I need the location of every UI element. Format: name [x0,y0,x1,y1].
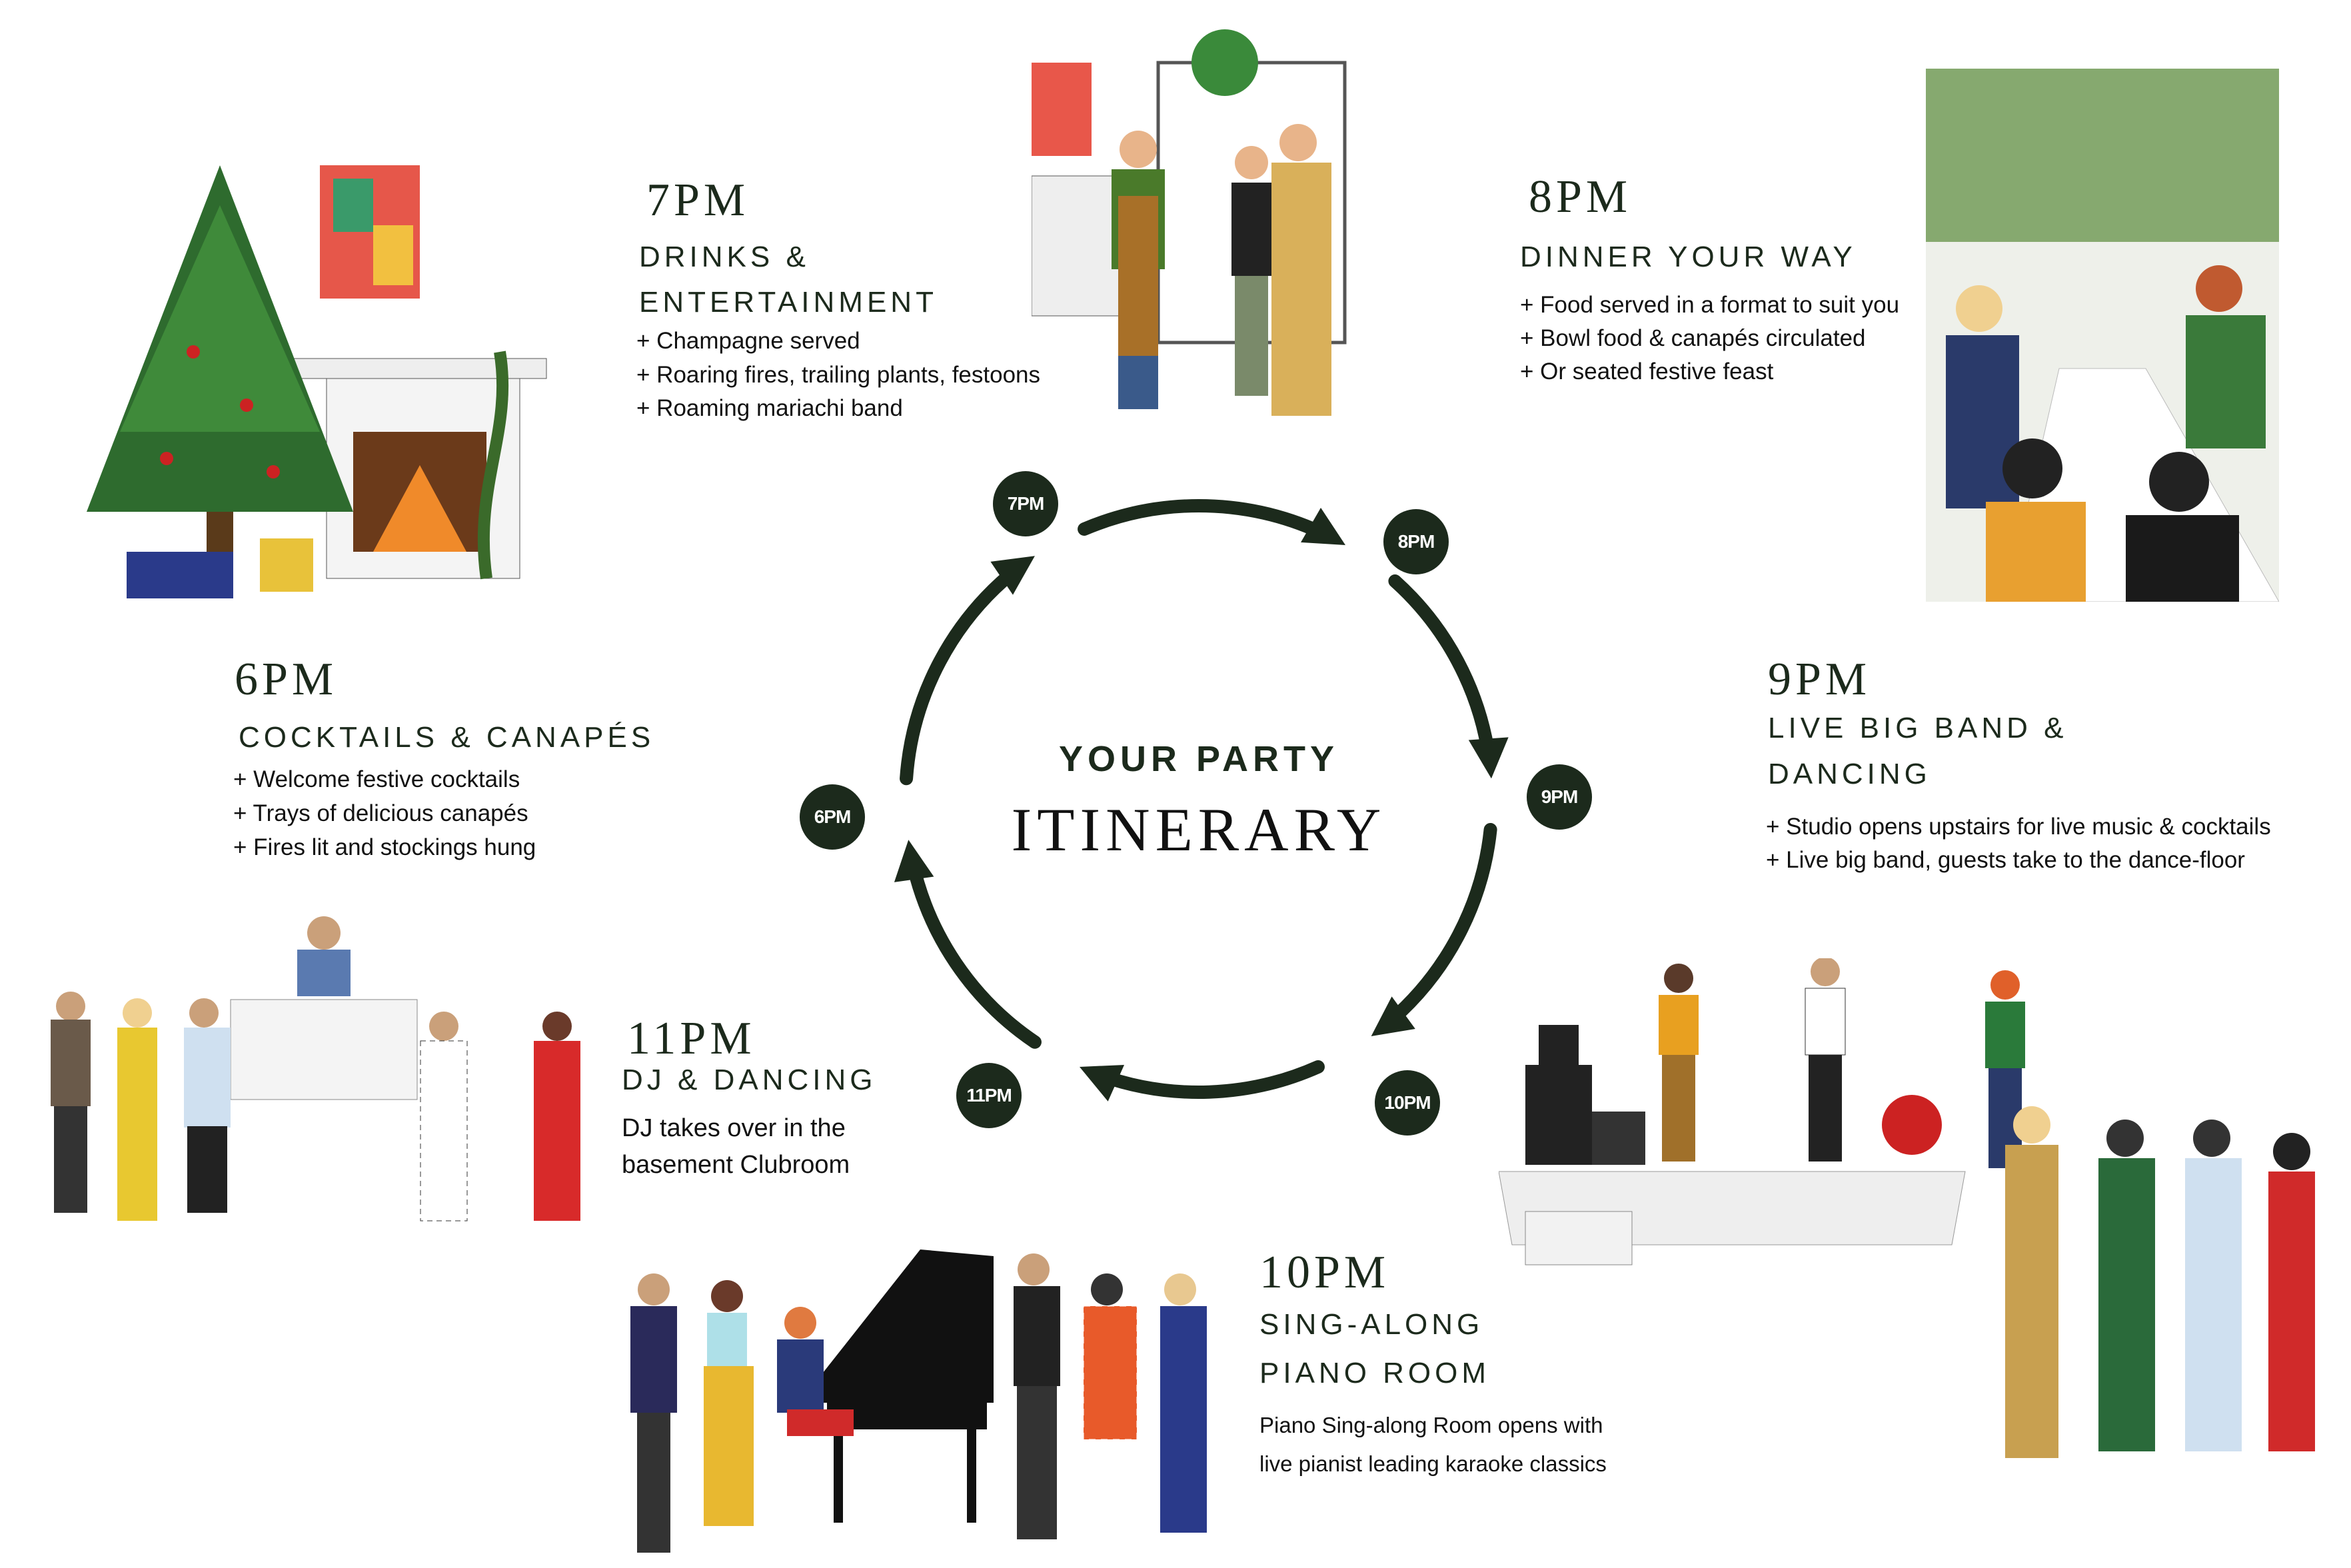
event-title: ENTERTAINMENT [639,286,938,319]
event-title: DRINKS & [639,241,810,273]
arrowhead-icon [1371,996,1415,1036]
badge-9pm: 9PM [1527,764,1592,830]
event-bullet: + Trays of delicious canapés [233,800,528,826]
event-title: DJ & DANCING [622,1064,877,1096]
badge-10pm: 10PM [1375,1070,1440,1136]
center-title-top: YOUR PARTY [1058,739,1339,779]
event-bullet: + Welcome festive cocktails [233,766,520,792]
event-bullet: + Or seated festive feast [1520,359,1774,385]
event-time: 9PM [1768,654,1871,705]
event-bullet: + Champagne served [636,328,860,354]
event-title: COCKTAILS & CANAPÉS [239,721,655,754]
arrowhead-icon [1301,507,1345,545]
center-title-main: ITINERARY [1011,796,1387,864]
cycle-arrow-4 [1380,822,1497,1031]
cycle-arrow-3 [1388,574,1496,765]
event-line: basement Clubroom [622,1151,850,1179]
event-time: 7PM [646,175,750,226]
cycle-arrow-6 [905,853,1042,1049]
piano-singalong-illustration [630,1249,1207,1553]
event-line: DJ takes over in the [622,1114,846,1142]
event-bullet: + Food served in a format to suit you [1520,292,1900,318]
event-time: 11PM [627,1013,756,1064]
cycle-arrow-5 [1092,1060,1325,1099]
badge-11pm: 11PM [956,1063,1022,1128]
badge-8pm: 8PM [1383,509,1449,574]
drinks-guests-illustration [1032,29,1347,416]
live-band-illustration [1499,958,2315,1458]
event-time: 10PM [1259,1247,1390,1298]
dj-dancing-illustration [51,916,580,1221]
event-bullet: + Studio opens upstairs for live music &… [1766,814,2271,840]
christmas-tree-fireplace-illustration [87,165,547,598]
event-bullet: + Roaming mariachi band [636,395,903,421]
badge-7pm: 7PM [993,471,1058,536]
event-title: DANCING [1768,758,1931,790]
cycle-arrow-2 [1078,499,1334,542]
event-time: 8PM [1529,171,1632,223]
dinner-table-illustration [1926,69,2279,602]
event-title: DINNER YOUR WAY [1520,241,1857,273]
event-title: PIANO ROOM [1259,1357,1491,1389]
badge-6pm: 6PM [800,784,865,850]
event-bullet: + Live big band, guests take to the danc… [1766,847,2245,873]
cycle-arrow-1 [900,561,1026,786]
event-bullet: + Bowl food & canapés circulated [1520,325,1866,351]
event-bullet: + Fires lit and stockings hung [233,834,536,860]
arrowhead-icon [1080,1064,1125,1102]
event-title: SING-ALONG [1259,1308,1484,1341]
arrowhead-icon [1468,737,1509,779]
event-line: live pianist leading karaoke classics [1259,1451,1607,1476]
event-bullet: + Roaring fires, trailing plants, festoo… [636,362,1041,388]
arrowhead-icon [894,840,934,882]
event-time: 6PM [235,654,338,705]
event-title: LIVE BIG BAND & [1768,712,2068,744]
arrowhead-icon [990,556,1035,595]
event-line: Piano Sing-along Room opens with [1259,1413,1603,1437]
